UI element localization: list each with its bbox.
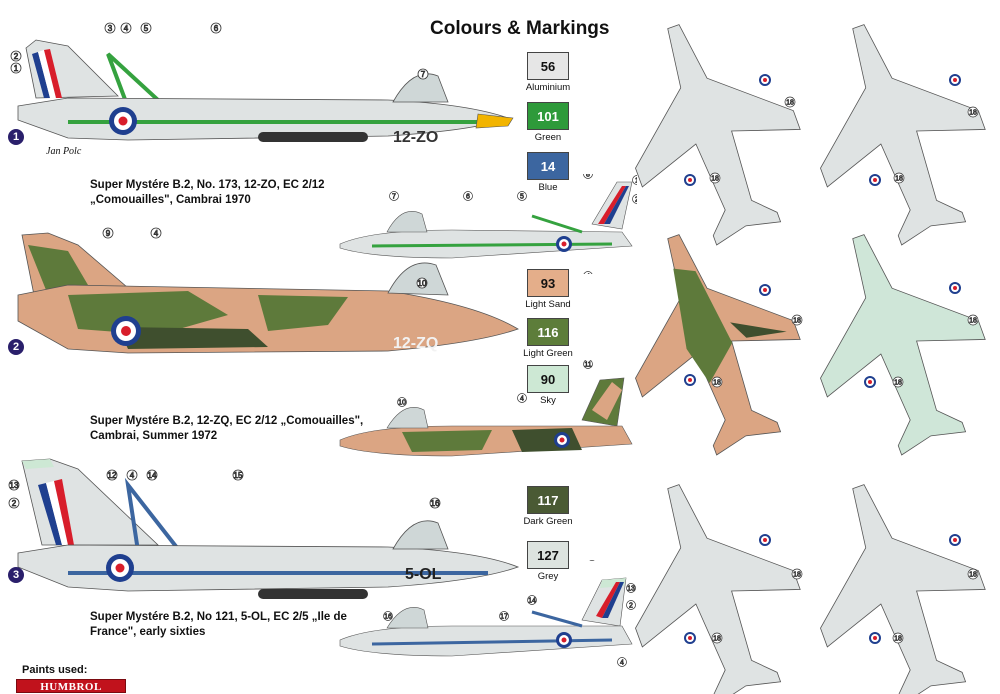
profile-3-caption-line1: Super Mystére B.2, No 121, 5-OL, EC 2/5 … (90, 611, 347, 623)
svg-text:18: 18 (894, 380, 902, 387)
svg-text:10: 10 (418, 279, 427, 288)
paint-name-93: Light Sand (525, 299, 571, 310)
paint-swatch-90: 90 (527, 365, 569, 393)
svg-text:4: 4 (130, 471, 135, 480)
svg-text:14: 14 (148, 471, 157, 480)
svg-text:10: 10 (398, 400, 406, 407)
svg-text:5: 5 (144, 24, 149, 33)
svg-text:18: 18 (713, 636, 721, 643)
svg-text:18: 18 (793, 572, 801, 579)
profile-1-side-view: 1 2 3 4 5 6 7 (10, 22, 514, 142)
profile-2-caption-line2: Cambrai, Summer 1972 (90, 430, 218, 442)
svg-text:7: 7 (392, 194, 396, 201)
svg-text:7: 7 (421, 70, 426, 79)
profile-3-code: 5-OL (405, 566, 442, 583)
svg-text:18: 18 (894, 636, 902, 643)
svg-text:16: 16 (384, 614, 392, 621)
paint-swatch-127: 127 (527, 541, 569, 569)
paint-name-127: Grey (537, 571, 559, 582)
svg-text:1: 1 (635, 178, 637, 185)
svg-text:8: 8 (586, 174, 590, 179)
paint-name-14: Blue (538, 182, 558, 193)
paint-name-90: Sky (540, 395, 556, 406)
plan-view-2-top (615, 207, 829, 473)
paint-swatch-93: 93 (527, 269, 569, 297)
svg-text:18: 18 (969, 572, 977, 579)
svg-text:13: 13 (627, 586, 635, 593)
svg-text:5: 5 (520, 194, 524, 201)
svg-text:3: 3 (108, 24, 113, 33)
profile-3-number-badge: 3 (8, 567, 24, 583)
svg-text:18: 18 (786, 100, 794, 107)
svg-text:18: 18 (793, 318, 801, 325)
svg-text:18: 18 (713, 380, 721, 387)
svg-text:18: 18 (969, 318, 977, 325)
profile-3-side-view: 13 2 12 4 14 15 16 (8, 458, 520, 599)
svg-text:1: 1 (14, 64, 19, 73)
page-title: Colours & Markings (430, 18, 610, 39)
paint-swatch-117: 117 (527, 486, 569, 514)
paint-name-56: Aluminium (525, 82, 571, 93)
paints-used-label: Paints used: (22, 664, 88, 676)
svg-text:4: 4 (124, 24, 129, 33)
profile-2-side-view: 9 4 10 (17, 227, 519, 354)
svg-text:12: 12 (108, 471, 117, 480)
paint-swatch-56: 56 (527, 52, 569, 80)
svg-text:18: 18 (895, 176, 903, 183)
svg-text:2: 2 (14, 52, 19, 61)
svg-text:11: 11 (584, 362, 591, 369)
profile-2-number-badge: 2 (8, 339, 24, 355)
svg-text:12: 12 (588, 560, 596, 561)
paint-name-101: Green (534, 132, 562, 143)
humbrol-logo: HUMBROL (16, 679, 126, 693)
profile-2-caption-line1: Super Mystére B.2, 12-ZQ, EC 2/12 „Comou… (90, 415, 364, 427)
svg-text:13: 13 (10, 481, 19, 490)
svg-text:2: 2 (635, 197, 637, 204)
svg-text:4: 4 (154, 229, 159, 238)
plan-views: 18 18 18 18 18 18 18 18 18 18 18 18 (615, 10, 1000, 694)
svg-text:6: 6 (214, 24, 219, 33)
svg-text:15: 15 (234, 471, 243, 480)
svg-text:18: 18 (711, 176, 719, 183)
artist-signature: Jan Polc (46, 146, 82, 157)
paint-swatch-116: 116 (527, 318, 569, 346)
profile-1-code: 12-ZO (393, 129, 439, 146)
svg-text:2: 2 (12, 499, 17, 508)
profile-1-starboard-view: 1 2 8 5 6 7 4 (339, 174, 637, 275)
plan-view-3-bottom (778, 457, 1000, 694)
paint-swatch-14: 14 (527, 152, 569, 180)
paint-name-117: Dark Green (523, 516, 573, 527)
profile-1-caption-line1: Super Mystére B.2, No. 173, 12-ZO, EC 2/… (90, 179, 325, 191)
plan-roundels (684, 74, 961, 644)
profile-3-starboard-view: 12 13 2 14 17 16 4 (339, 560, 636, 667)
svg-text:4: 4 (586, 274, 590, 275)
profile-3-caption-line2: France", early sixties (90, 626, 206, 638)
profile-1-caption: Super Mystére B.2, No. 173, 12-ZO, EC 2/… (90, 178, 330, 208)
paint-name-116: Light Green (523, 348, 573, 359)
svg-text:16: 16 (431, 499, 440, 508)
plan-view-2-bottom (778, 207, 1000, 473)
paint-swatch-101: 101 (527, 102, 569, 130)
profile-2-caption: Super Mystére B.2, 12-ZQ, EC 2/12 „Comou… (90, 414, 370, 444)
profile-3-caption: Super Mystére B.2, No 121, 5-OL, EC 2/5 … (90, 610, 390, 640)
profile-2-starboard-view: 11 4 10 (339, 360, 633, 457)
svg-text:14: 14 (528, 598, 536, 605)
svg-text:4: 4 (620, 660, 624, 667)
profile-1-caption-line2: „Comouailles", Cambrai 1970 (90, 194, 251, 206)
plan-view-1-bottom (778, 10, 1000, 263)
svg-text:4: 4 (520, 396, 524, 403)
plan-view-1-top (615, 10, 829, 263)
profile-2-code: 12-ZQ (393, 335, 439, 352)
svg-text:6: 6 (466, 194, 470, 201)
svg-text:2: 2 (629, 603, 633, 610)
svg-text:9: 9 (106, 229, 111, 238)
profile-1-number-badge: 1 (8, 129, 24, 145)
svg-text:18: 18 (969, 110, 977, 117)
svg-text:17: 17 (500, 614, 508, 621)
